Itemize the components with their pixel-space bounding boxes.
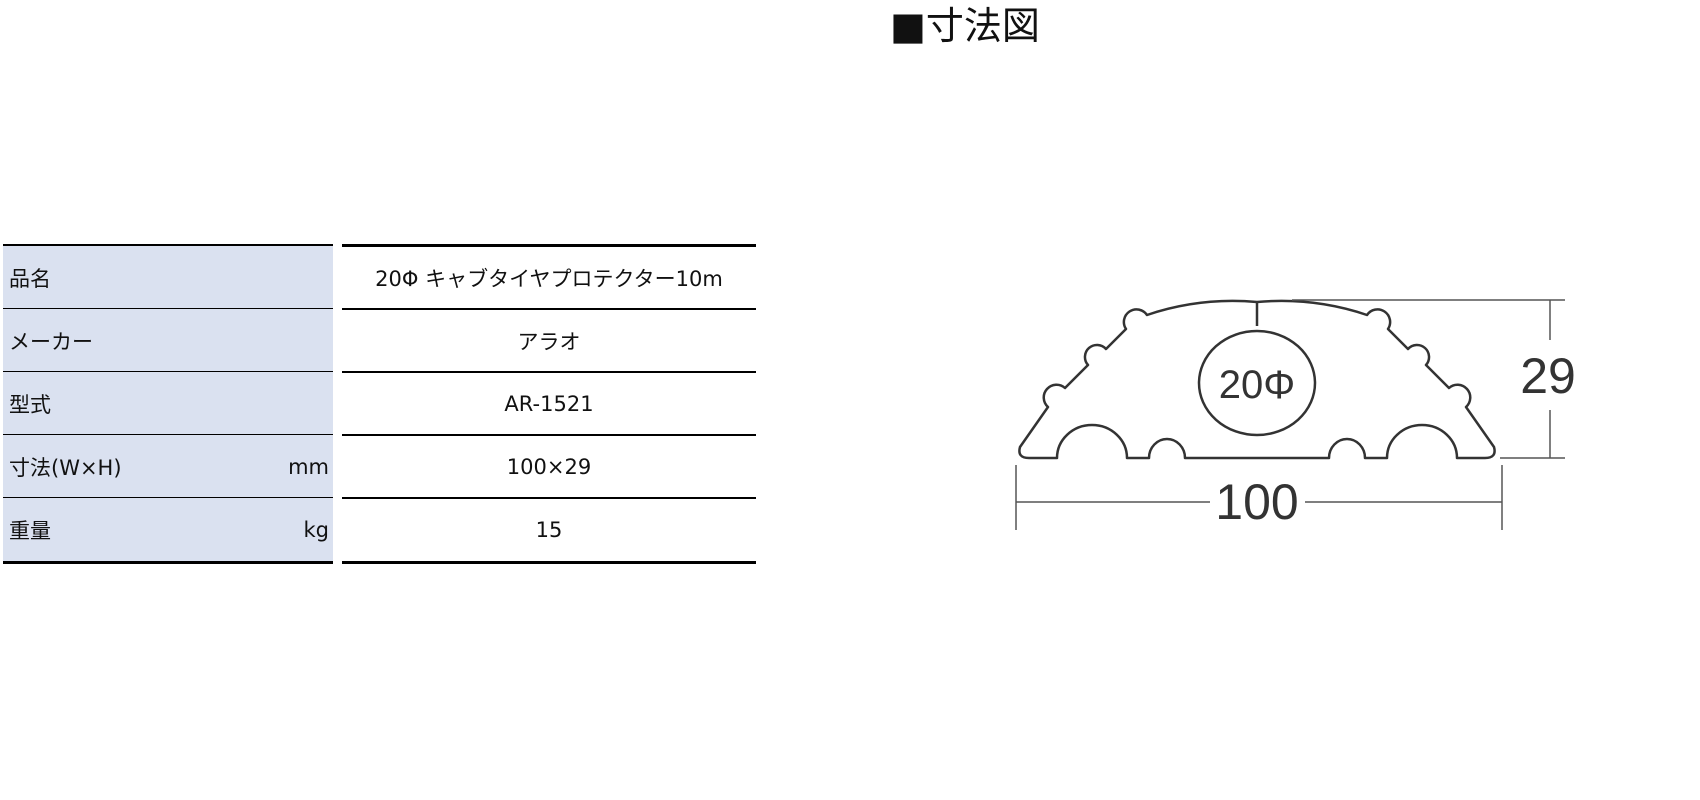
table-bottom-rule-left: [3, 561, 333, 564]
cable-hole: [1197, 329, 1317, 437]
label-cell: 寸法(W×H) mm: [3, 435, 333, 498]
label-cell: 型式: [3, 372, 333, 435]
spec-row-weight: 重量 kg 15: [3, 498, 756, 564]
table-bottom-rule-right: [342, 561, 756, 564]
row-divider: [342, 371, 756, 373]
spec-row-model: 型式 AR-1521: [3, 372, 756, 436]
label-cell: メーカー: [3, 309, 333, 372]
row-divider: [342, 497, 756, 499]
width-label: 100: [1215, 474, 1298, 530]
row-value: アラオ: [517, 329, 581, 354]
row-label: 品名: [9, 266, 51, 291]
spec-table: 品名 20Φ キャブタイヤプロテクター10m メーカー アラオ 型式 AR-15…: [3, 244, 756, 564]
spec-row-maker: メーカー アラオ: [3, 309, 756, 373]
hole-diameter-label: 20Φ: [1219, 363, 1295, 407]
value-cell: アラオ: [342, 309, 756, 372]
label-cell: 品名: [3, 246, 333, 309]
row-unit: kg: [303, 517, 330, 542]
row-value: 100×29: [506, 454, 592, 479]
row-value: 20Φ キャブタイヤプロテクター10m: [375, 266, 723, 291]
value-cell: 15: [342, 498, 756, 561]
table-top-rule-left: [3, 244, 333, 247]
spec-row-dimensions: 寸法(W×H) mm 100×29: [3, 435, 756, 499]
row-label: 重量: [9, 518, 51, 543]
height-label: 29: [1520, 348, 1576, 404]
value-cell: AR-1521: [342, 372, 756, 435]
row-unit: mm: [288, 454, 329, 479]
row-divider: [342, 308, 756, 310]
protector-outline: [1018, 299, 1496, 460]
value-cell: 100×29: [342, 435, 756, 498]
row-value: 15: [535, 517, 563, 542]
dimension-drawing: 20Φ 29 100: [1015, 299, 1576, 530]
spec-row-product-name: 品名 20Φ キャブタイヤプロテクター10m: [3, 244, 756, 310]
row-divider: [342, 434, 756, 436]
row-label: 寸法(W×H): [9, 455, 122, 480]
dimension-diagram: 20Φ 29 100: [1000, 225, 1580, 585]
value-cell: 20Φ キャブタイヤプロテクター10m: [342, 246, 756, 309]
diagram-heading: ■寸法図: [890, 4, 1040, 48]
table-top-rule-right: [342, 244, 756, 247]
label-cell: 重量 kg: [3, 498, 333, 561]
row-value: AR-1521: [504, 391, 594, 416]
row-label: 型式: [9, 392, 51, 417]
row-label: メーカー: [9, 329, 93, 354]
